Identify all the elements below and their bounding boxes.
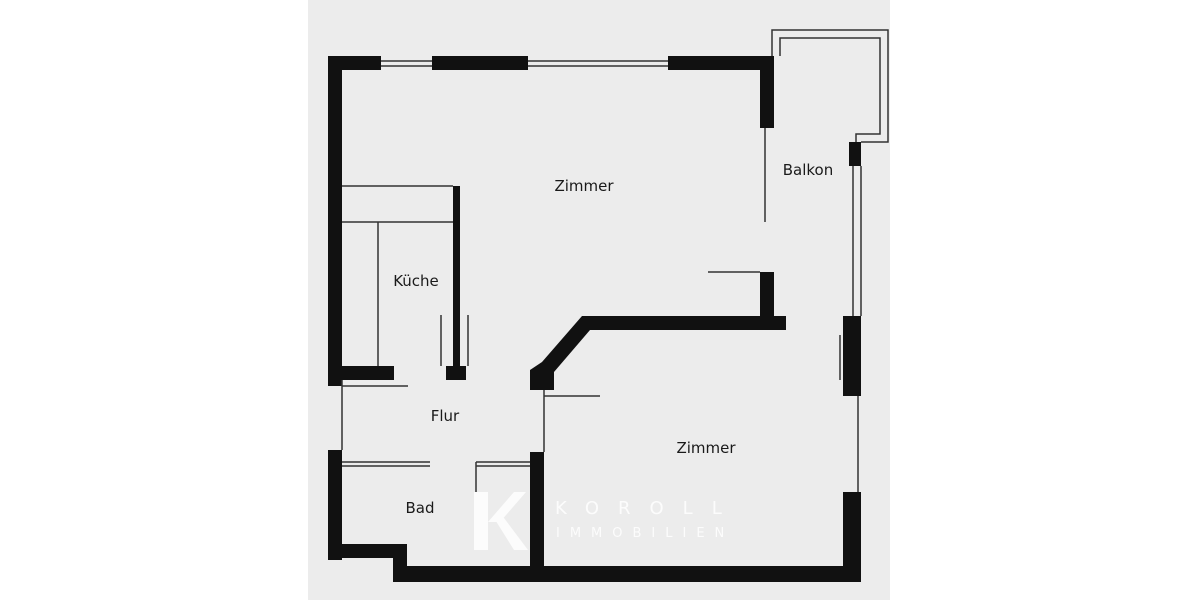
room-label-balkon: Balkon	[782, 161, 834, 179]
room-label-kueche: Küche	[393, 272, 439, 290]
room-label-zimmer-2: Zimmer	[676, 439, 736, 457]
room-label-bad: Bad	[405, 499, 435, 517]
room-label-zimmer-1: Zimmer	[554, 177, 614, 195]
floor-plan-paper	[308, 0, 890, 600]
room-label-flur: Flur	[430, 407, 460, 425]
watermark-brand: KOROLL	[555, 498, 741, 519]
koroll-logo-icon	[474, 492, 528, 550]
watermark-subtitle: IMMOBILIEN	[556, 526, 735, 541]
